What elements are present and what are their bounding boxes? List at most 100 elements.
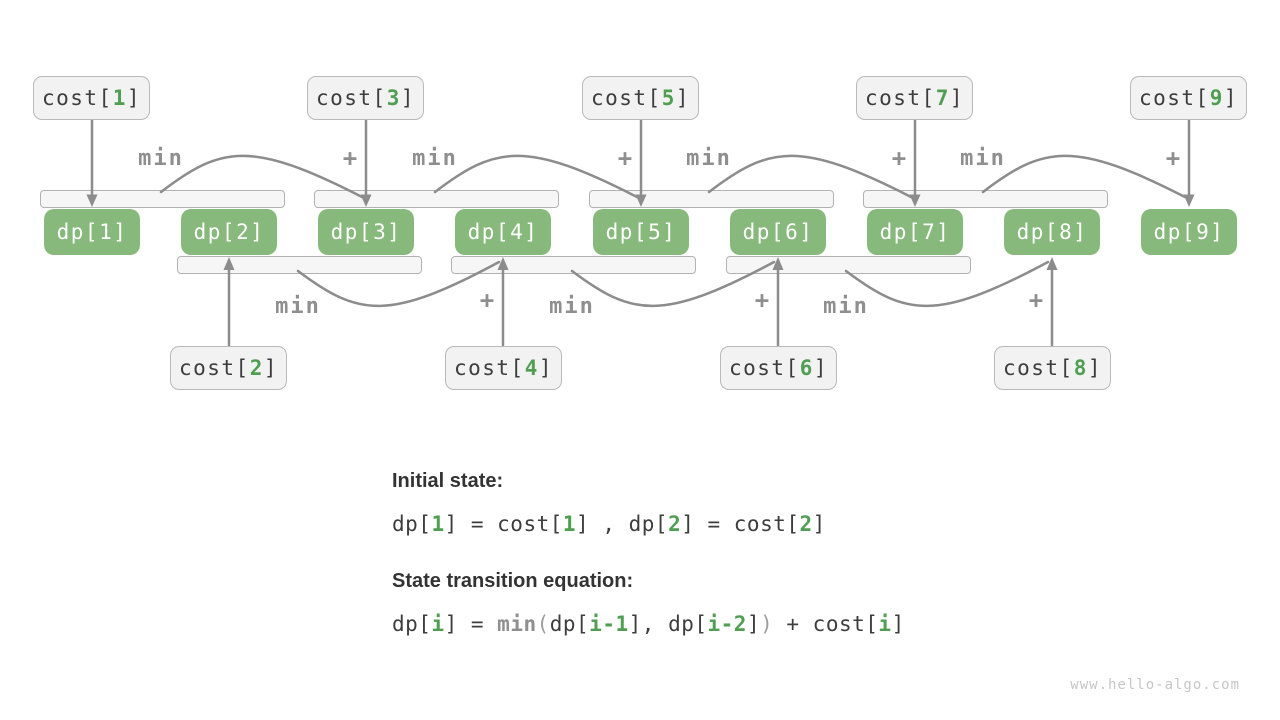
eq-seg: i [878,612,892,636]
eq-seg: dp[ [549,612,590,636]
arrowhead-dp5 [635,194,647,207]
arrowhead-dp8 [1046,257,1058,270]
cost-index: 1 [112,86,127,110]
eq-seg: ] [891,612,905,636]
plus-label: + [1165,144,1181,172]
eq-seg: i-1 [589,612,629,636]
dp-box-3: dp[3] [318,209,414,255]
dp-box-9: dp[9] [1141,209,1237,255]
dp-box-7: dp[7] [867,209,963,255]
min-label: min [686,146,732,171]
cost-box-1: cost[1] [33,76,150,120]
arrowhead-dp4 [497,257,509,270]
eq-seg: min [497,612,537,636]
min-label: min [275,294,321,319]
arrowhead-dp3 [360,194,372,207]
plus-label: + [754,286,770,314]
dp-box-8: dp[8] [1004,209,1100,255]
cost-label: cost[ [728,356,800,380]
eq-seg: 2 [799,512,813,536]
dp-box-1: dp[1] [44,209,140,255]
transition-equation: dp[i] = min(dp[i-1], dp[i-2]) + cost[i] [392,612,905,636]
arc-min-to-dp9 [981,154,1187,199]
dp-box-5: dp[5] [593,209,689,255]
arc-min-to-dp4 [296,260,501,308]
cost-label: cost[ [1138,86,1210,110]
cost-box-9: cost[9] [1130,76,1247,120]
arrowhead-dp7 [909,194,921,207]
min-label: min [138,146,184,171]
cost-label: cost[ [315,86,387,110]
eq-seg: + cost[ [773,612,879,636]
cost-index: 9 [1209,86,1224,110]
plus-label: + [342,144,358,172]
eq-seg: ( [536,612,550,636]
initial-state-equation: dp[1] = cost[1] , dp[2] = cost[2] [392,512,826,536]
cost-label: cost[ [453,356,525,380]
cost-label: ] [813,356,829,380]
cost-label: ] [538,356,554,380]
eq-seg: 2 [668,512,682,536]
cost-index: 5 [661,86,676,110]
dp-box-4: dp[4] [455,209,551,255]
arrowhead-dp2 [223,257,235,270]
cost-label: cost[ [178,356,250,380]
plus-label: + [1028,286,1044,314]
cost-label: ] [949,86,965,110]
cost-label: cost[ [590,86,662,110]
cost-box-5: cost[5] [582,76,699,120]
eq-seg: 1 [562,512,577,536]
watermark: www.hello-algo.com [1070,677,1240,693]
eq-seg: ] = cost[ [444,512,563,536]
eq-seg: dp[ [392,612,432,636]
cost-box-7: cost[7] [856,76,973,120]
eq-seg: dp[ [392,512,432,536]
eq-seg: ] = cost[ [681,512,800,536]
eq-seg: ) [760,612,774,636]
cost-index: 2 [249,356,264,380]
arrowhead-dp1 [86,194,98,207]
cost-box-4: cost[4] [445,346,562,390]
eq-seg: i [431,612,445,636]
cost-box-6: cost[6] [720,346,837,390]
eq-seg: ] = [444,612,498,636]
eq-seg: ] [746,612,761,636]
arrow-layer [86,118,1195,347]
cost-label: ] [1087,356,1103,380]
cost-index: 6 [799,356,814,380]
cost-box-8: cost[8] [994,346,1111,390]
cost-label: ] [400,86,416,110]
plus-label: + [891,144,907,172]
cost-box-2: cost[2] [170,346,287,390]
eq-seg: ], dp[ [628,612,708,636]
initial-state-heading: Initial state: [392,470,504,492]
min-label: min [549,294,595,319]
cost-index: 3 [386,86,401,110]
dp-box-2: dp[2] [181,209,277,255]
arc-min-to-dp7 [707,154,913,199]
arrowhead-dp9 [1183,194,1195,207]
arc-min-to-dp3 [159,154,364,199]
min-label: min [823,294,869,319]
min-label: min [412,146,458,171]
eq-seg: 1 [431,512,445,536]
cost-label: cost[ [864,86,936,110]
cost-label: cost[ [1002,356,1074,380]
cost-label: ] [675,86,691,110]
arc-min-to-dp6 [570,260,776,308]
plus-label: + [479,286,495,314]
arc-min-to-dp5 [433,154,639,199]
min-label: min [960,146,1006,171]
eq-seg: ] , dp[ [576,512,669,536]
cost-index: 4 [524,356,539,380]
arc-min-to-dp8 [844,260,1050,308]
transition-equation-heading: State transition equation: [392,570,634,592]
eq-seg: ] [812,512,826,536]
cost-label: cost[ [41,86,113,110]
cost-index: 7 [935,86,950,110]
arrowhead-dp6 [772,257,784,270]
eq-seg: i-2 [707,612,747,636]
plus-label: + [617,144,633,172]
dp-box-6: dp[6] [730,209,826,255]
